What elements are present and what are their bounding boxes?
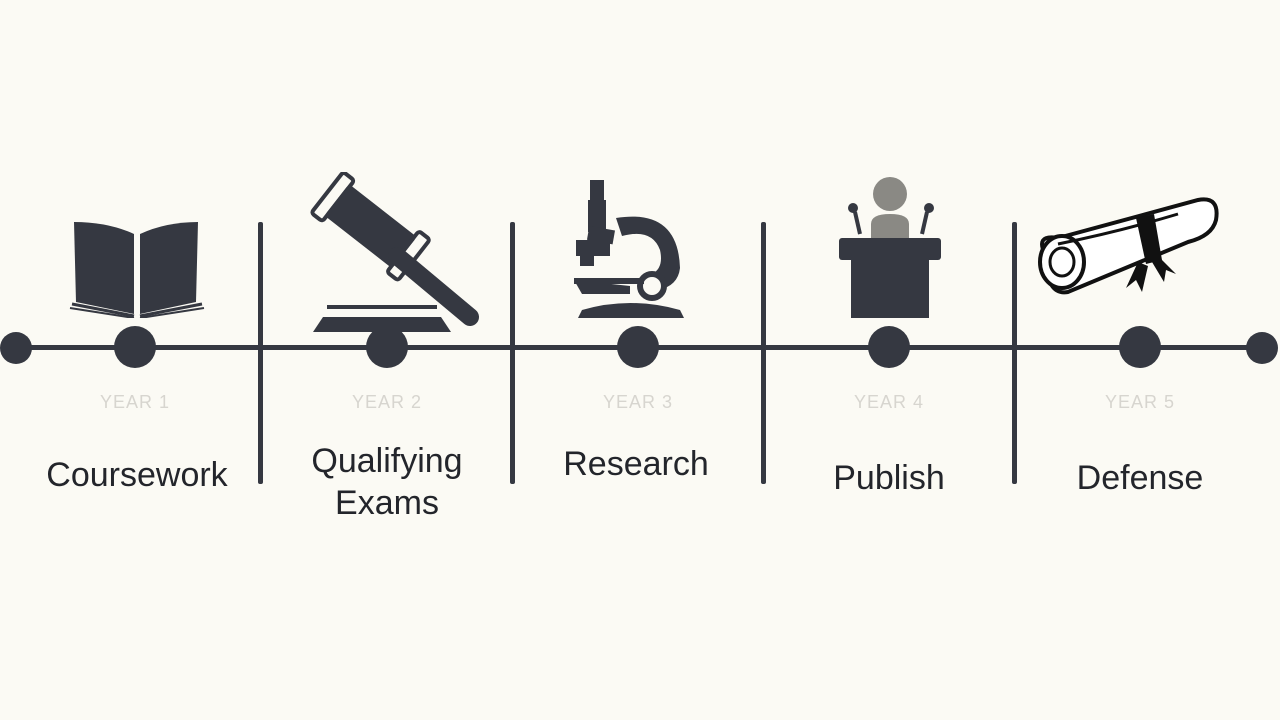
stage-label-2: Qualifying Exams	[267, 440, 507, 524]
timeline-end-dot	[1246, 332, 1278, 364]
stage-year-2: YEAR 2	[351, 392, 423, 412]
stage-node-4	[868, 326, 910, 368]
divider-3	[761, 222, 766, 484]
divider-2	[510, 222, 515, 484]
gavel-icon	[310, 172, 479, 332]
stage-label-2-line-1: Qualifying	[311, 442, 463, 480]
stage-year-1: YEAR 1	[99, 392, 171, 412]
diploma-icon	[1038, 197, 1219, 295]
stage-label-2-line-2: Exams	[335, 484, 439, 522]
book-icon	[69, 222, 205, 318]
stage-node-1	[114, 326, 156, 368]
stage-year-5: YEAR 5	[1104, 392, 1176, 412]
timeline-start-dot	[0, 332, 32, 364]
stage-year-3: YEAR 3	[602, 392, 674, 412]
stage-node-2	[366, 326, 408, 368]
stage-label-5: Defense	[1076, 459, 1204, 497]
stage-year-4: YEAR 4	[853, 392, 925, 412]
microscope-icon	[574, 180, 684, 318]
stage-node-5	[1119, 326, 1161, 368]
divider-1	[258, 222, 263, 484]
divider-4	[1012, 222, 1017, 484]
podium-icon	[839, 177, 941, 318]
stage-node-3	[617, 326, 659, 368]
stage-label-4: Publish	[833, 459, 945, 497]
stage-label-1: Coursework	[46, 456, 228, 494]
stage-label-3: Research	[563, 445, 709, 483]
